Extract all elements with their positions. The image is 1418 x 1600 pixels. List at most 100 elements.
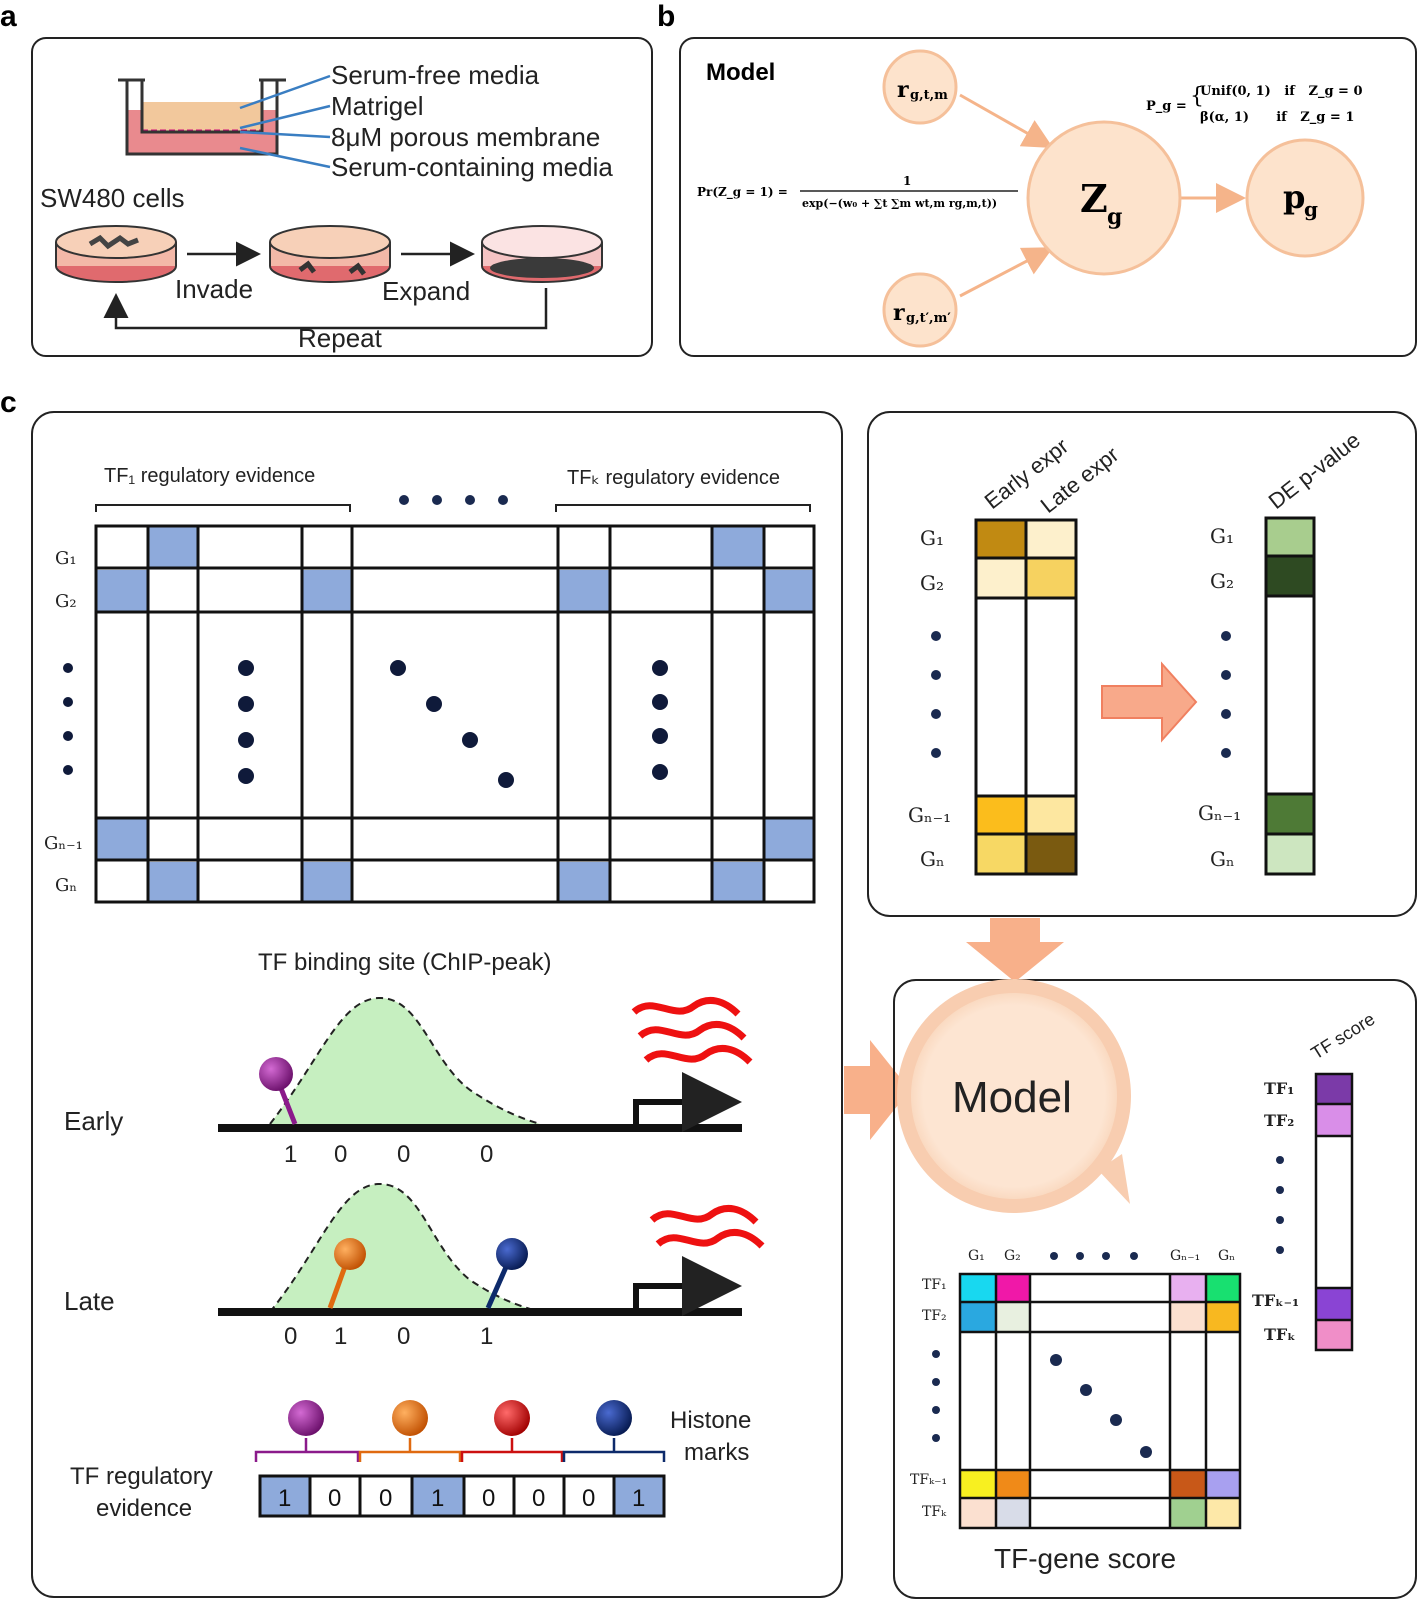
repeat-arrow: [103, 288, 548, 330]
histone-label-line2: marks: [684, 1439, 749, 1466]
histone-mark-brackets: [254, 1438, 666, 1462]
early-label: Early: [64, 1106, 123, 1136]
tf-gene-score-title: TF-gene score: [994, 1543, 1176, 1574]
evidence-matrix-ellipsis-dots: [63, 660, 668, 788]
binding-site-title: TF binding site (ChIP-peak): [258, 949, 551, 976]
node-z-text: Z: [1080, 176, 1108, 221]
score-row-tfk-1: TFₖ₋₁: [910, 1472, 947, 1488]
late-transcript-waves: [649, 1204, 765, 1249]
early-bit-4: 0: [480, 1141, 493, 1168]
de-pvalue-vector: [1264, 516, 1316, 876]
panel-c-left-frame: [31, 411, 843, 1598]
late-bit-3: 0: [397, 1323, 410, 1350]
expr-row-gn: Gₙ: [920, 847, 945, 871]
score-row-tf2: TF₂: [922, 1308, 947, 1324]
evidence-label-line2: evidence: [96, 1495, 192, 1522]
label-sw480-cells: SW480 cells: [40, 183, 185, 213]
evidence-vector: [258, 1474, 666, 1518]
tf-score-vector: [1314, 1072, 1354, 1352]
model-cycle-arrowhead: [1098, 1154, 1130, 1204]
row-label-g2: G₂: [55, 591, 77, 612]
score-col-gn: Gₙ: [1218, 1248, 1235, 1264]
node-r2-text: r: [893, 300, 905, 326]
late-bit-2: 1: [334, 1323, 347, 1350]
model-title: Model: [706, 59, 775, 86]
tf-score-row-tfk-1: TFₖ₋₁: [1252, 1291, 1299, 1310]
evidence-bit-2: 0: [328, 1485, 341, 1512]
prior-formula-lhs: Pr(Z_g = 1) =: [697, 185, 788, 200]
late-mark-navy: [496, 1238, 528, 1270]
early-bit-3: 0: [397, 1141, 410, 1168]
histone-mark-red: [494, 1400, 530, 1436]
node-r2-subscript: g,t′,m′: [906, 311, 951, 326]
de-row-gn-1: Gₙ₋₁: [1198, 801, 1241, 825]
label-invade: Invade: [175, 274, 253, 304]
early-bit-1: 1: [284, 1141, 297, 1168]
tf-score-row-tf1: TF₁: [1264, 1079, 1294, 1098]
label-expand: Expand: [382, 276, 470, 306]
evidence-bit-1: 1: [278, 1485, 291, 1512]
col-label-de-pvalue: DE p-value: [1264, 427, 1365, 514]
early-transcript-waves: [631, 996, 753, 1065]
late-tss-arrow: [633, 1256, 742, 1316]
row-label-gn: Gₙ: [55, 875, 77, 896]
node-z-subscript: g: [1107, 204, 1122, 230]
row-label-g1: G₁: [55, 548, 77, 569]
culture-dish-1: [55, 225, 177, 283]
p-formula-brace: {: [1190, 84, 1204, 109]
score-row-tf1: TF₁: [922, 1277, 947, 1293]
early-bit-2: 0: [334, 1141, 347, 1168]
evidence-bit-3: 0: [379, 1485, 392, 1512]
tf-ellipsis-dots: [399, 495, 508, 505]
histone-mark-orange: [392, 1400, 428, 1436]
tf-gene-score-matrix: [958, 1272, 1242, 1530]
expr-row-g1: G₁: [920, 526, 944, 550]
de-row-gn: Gₙ: [1210, 847, 1235, 871]
evidence-bit-5: 0: [482, 1485, 495, 1512]
node-r-g-t2-m2: [882, 272, 958, 348]
evidence-matrix-grid: [94, 524, 816, 904]
score-matrix-ellipsis-dots: [932, 1350, 1152, 1458]
prior-formula-numerator: 1: [903, 174, 911, 188]
label-repeat: Repeat: [298, 323, 383, 353]
edge-r1-to-z: [959, 93, 1054, 148]
node-p-subscript: g: [1304, 197, 1318, 221]
evidence-to-model-arrow: [844, 1040, 910, 1140]
node-p-text: p: [1283, 178, 1305, 216]
evidence-label-line1: TF regulatory: [70, 1463, 213, 1490]
node-p-g: [1245, 138, 1365, 258]
membrane-callout-lines: [239, 74, 331, 169]
node-z-g: [1026, 120, 1182, 276]
label-matrigel: Matrigel: [331, 91, 423, 121]
tf-score-row-tf2: TF₂: [1264, 1111, 1294, 1130]
edge-r2-to-z: [959, 247, 1054, 298]
score-col-ellipsis-dots: [1050, 1252, 1138, 1260]
early-peak: [270, 997, 540, 1124]
panel-b-frame: [679, 37, 1417, 357]
late-bit-4: 1: [480, 1323, 493, 1350]
panel-c-label: c: [0, 386, 17, 419]
expr-to-de-arrow: [1101, 661, 1198, 743]
row-label-gn-1: Gₙ₋₁: [44, 833, 83, 854]
expr-row-gn-1: Gₙ₋₁: [908, 803, 951, 827]
tf1-evidence-label: TF₁ regulatory evidence: [104, 465, 315, 487]
late-label: Late: [64, 1286, 115, 1316]
histone-mark-navy: [596, 1400, 632, 1436]
tfk-bracket: [555, 504, 811, 512]
label-porous-membrane: 8μM porous membrane: [331, 122, 600, 152]
evidence-bit-4: 1: [431, 1485, 444, 1512]
p-formula-case-2: β(α, 1) if Z_g = 1: [1200, 110, 1354, 125]
expression-ellipsis-dots: [931, 631, 1231, 758]
culture-dish-2: [269, 225, 391, 283]
p-formula-lhs: P_g =: [1146, 99, 1187, 114]
evidence-matrix-filled-cells: [96, 526, 814, 902]
tfk-evidence-label: TFₖ regulatory evidence: [567, 467, 780, 489]
p-formula-case-1: Unif(0, 1) if Z_g = 0: [1200, 84, 1363, 99]
early-tss-arrow: [633, 1072, 742, 1132]
node-r1-subscript: g,t,m: [910, 88, 948, 103]
de-row-g1: G₁: [1210, 524, 1234, 548]
tf1-bracket: [95, 504, 351, 512]
score-col-g1: G₁: [968, 1248, 985, 1264]
tf-score-row-tfk: TFₖ: [1264, 1325, 1296, 1344]
